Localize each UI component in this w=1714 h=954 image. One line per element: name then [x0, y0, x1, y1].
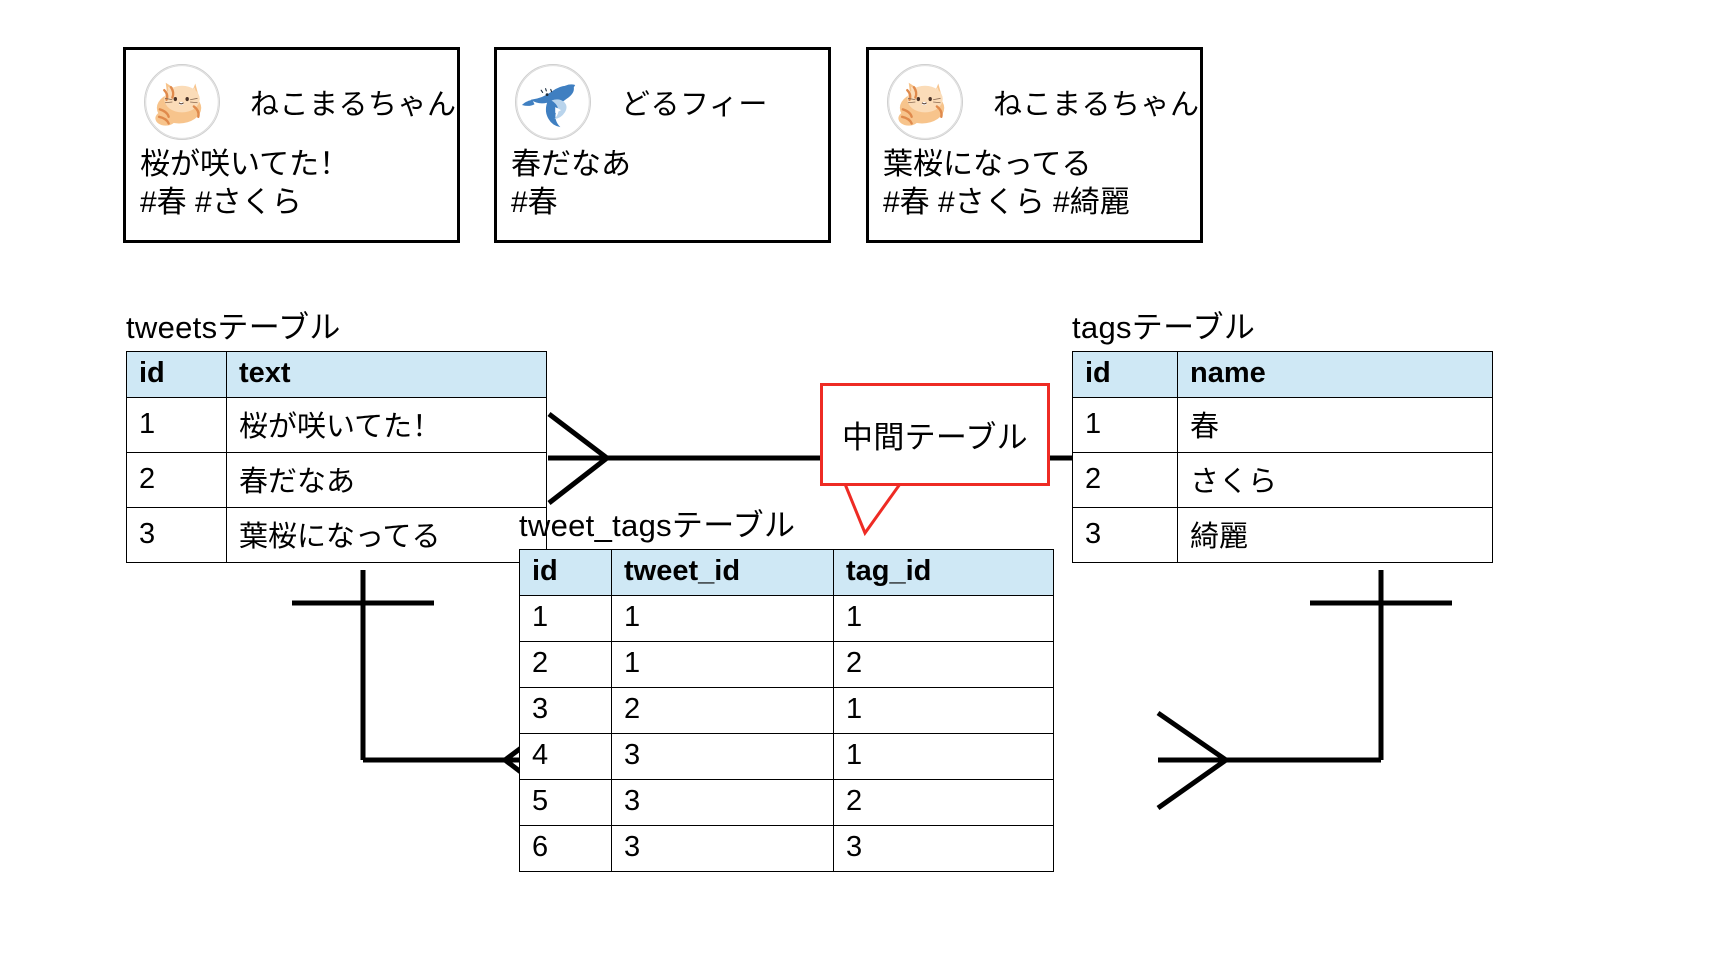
table-header-row: id name [1072, 351, 1493, 398]
cell-tweet-id: 3 [611, 733, 834, 780]
cell-tag-id: 1 [833, 733, 1054, 780]
cell-tag-id: 2 [833, 779, 1054, 826]
tweet-card-header: どるフィー [497, 50, 828, 140]
tweet-card: ねこまるちゃん 桜が咲いてた！ #春 #さくら [123, 47, 460, 243]
cell-id: 2 [519, 641, 612, 688]
tweet-tags-table: id tweet_id tag_id 1 1 1 2 1 2 3 [519, 549, 1054, 872]
cell-tweet-id: 2 [611, 687, 834, 734]
cell-name: 綺麗 [1177, 507, 1493, 563]
cat-avatar-icon [144, 64, 220, 140]
tweet-card: どるフィー 春だなあ #春 [494, 47, 831, 243]
tweet-author-name: ねこまるちゃん [993, 89, 1200, 121]
cell-id: 3 [1072, 507, 1178, 563]
table-row: 1 桜が咲いてた！ [126, 397, 547, 453]
table-row: 2 春だなあ [126, 452, 547, 508]
tweet-author-name: どるフィー [621, 89, 768, 121]
cell-id: 6 [519, 825, 612, 872]
table-row: 3 綺麗 [1072, 507, 1493, 563]
table-row: 4 3 1 [519, 733, 1054, 780]
cell-tweet-id: 3 [611, 779, 834, 826]
table-header-row: id tweet_id tag_id [519, 549, 1054, 596]
cell-name: さくら [1177, 452, 1493, 508]
tags-table: id name 1 春 2 さくら 3 綺麗 [1072, 351, 1493, 563]
tweet-hashtags: #春 #さくら #綺麗 [883, 186, 1130, 220]
cell-tag-id: 2 [833, 641, 1054, 688]
tweet-card-body: 春だなあ #春 [497, 140, 828, 223]
column-header-id: id [126, 351, 227, 398]
cell-text: 桜が咲いてた！ [226, 397, 547, 453]
cell-id: 1 [1072, 397, 1178, 453]
cell-id: 1 [126, 397, 227, 453]
cell-tweet-id: 3 [611, 825, 834, 872]
tweets-table-caption: tweetsテーブル [126, 310, 341, 345]
cell-tweet-id: 1 [611, 595, 834, 642]
cell-id: 3 [126, 507, 227, 563]
tweets-table-block: tweetsテーブル id text 1 桜が咲いてた！ 2 春だなあ [126, 302, 547, 563]
tweet-author-name: ねこまるちゃん [250, 89, 457, 121]
tweet-card: ねこまるちゃん 葉桜になってる #春 #さくら #綺麗 [866, 47, 1203, 243]
table-row: 1 春 [1072, 397, 1493, 453]
tweets-table: id text 1 桜が咲いてた！ 2 春だなあ 3 葉桜になってる [126, 351, 547, 563]
table-row: 2 さくら [1072, 452, 1493, 508]
tweet-tags-table-caption: tweet_tagsテーブル [519, 508, 796, 543]
table-row: 1 1 1 [519, 595, 1054, 642]
callout-label: 中間テーブル [842, 420, 1028, 455]
tweet-card-header: ねこまるちゃん [126, 50, 457, 140]
tweet-text-line: 春だなあ [511, 148, 631, 181]
tweet-hashtags: #春 [511, 186, 558, 220]
tags-table-caption: tagsテーブル [1072, 310, 1256, 345]
table-row: 3 葉桜になってる [126, 507, 547, 563]
intermediate-table-callout: 中間テーブル [820, 383, 1050, 486]
cell-tag-id: 3 [833, 825, 1054, 872]
table-row: 6 3 3 [519, 825, 1054, 872]
column-header-id: id [1072, 351, 1178, 398]
cat-avatar-icon [887, 64, 963, 140]
tweet-text-line: 桜が咲いてた！ [140, 148, 350, 181]
cell-tag-id: 1 [833, 595, 1054, 642]
tweet-card-body: 葉桜になってる #春 #さくら #綺麗 [869, 140, 1200, 223]
cell-tweet-id: 1 [611, 641, 834, 688]
cell-id: 3 [519, 687, 612, 734]
tweet-text-line: 葉桜になってる [883, 148, 1092, 181]
table-row: 5 3 2 [519, 779, 1054, 826]
column-header-text: text [226, 351, 547, 398]
column-header-name: name [1177, 351, 1493, 398]
column-header-tweet-id: tweet_id [611, 549, 834, 596]
table-row: 3 2 1 [519, 687, 1054, 734]
cell-text: 葉桜になってる [226, 507, 547, 563]
cell-id: 4 [519, 733, 612, 780]
column-header-id: id [519, 549, 612, 596]
column-header-tag-id: tag_id [833, 549, 1054, 596]
dolphin-avatar-icon [515, 64, 591, 140]
cell-id: 5 [519, 779, 612, 826]
cell-tag-id: 1 [833, 687, 1054, 734]
tweet-tags-table-block: tweet_tagsテーブル id tweet_id tag_id 1 1 1 … [519, 500, 1054, 872]
tweet-hashtags: #春 #さくら [140, 186, 302, 220]
table-header-row: id text [126, 351, 547, 398]
tweet-card-header: ねこまるちゃん [869, 50, 1200, 140]
table-row: 2 1 2 [519, 641, 1054, 688]
cell-text: 春だなあ [226, 452, 547, 508]
tweet-card-body: 桜が咲いてた！ #春 #さくら [126, 140, 457, 223]
cell-id: 2 [1072, 452, 1178, 508]
cell-id: 1 [519, 595, 612, 642]
tags-table-block: tagsテーブル id name 1 春 2 さくら 3 [1072, 302, 1493, 563]
cell-name: 春 [1177, 397, 1493, 453]
cell-id: 2 [126, 452, 227, 508]
